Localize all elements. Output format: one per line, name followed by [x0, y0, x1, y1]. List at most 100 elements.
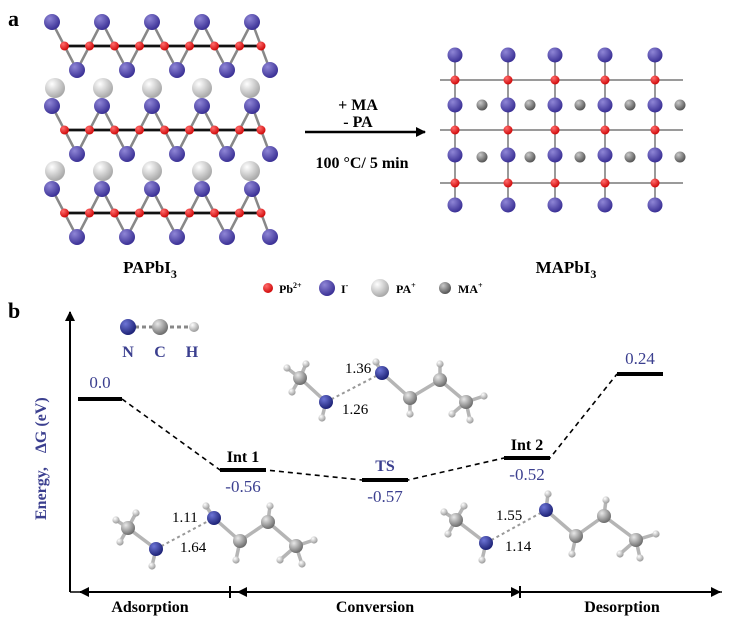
- lead-ion: [650, 125, 660, 135]
- lead-ion: [110, 41, 119, 51]
- ma-cation: [674, 99, 686, 111]
- carbon-atom: [629, 533, 643, 547]
- lead-ion: [256, 125, 266, 135]
- iodide-ion: [94, 181, 110, 197]
- carbon-atom: [121, 521, 135, 535]
- hydrogen-atom: [436, 360, 444, 368]
- legend-item-pb: Pb2+: [263, 281, 302, 296]
- iodide-ion: [597, 147, 613, 163]
- iodide-ion: [194, 98, 210, 114]
- hydrogen-atom: [283, 364, 291, 372]
- pa-cation: [142, 161, 162, 181]
- key-n: N: [122, 344, 134, 361]
- papbi3-structure: [44, 14, 278, 245]
- value-reactant: 0.0: [89, 373, 110, 392]
- mapbi3-structure: [440, 47, 686, 213]
- carbon-atom: [403, 391, 417, 405]
- iodide-ion: [447, 47, 463, 63]
- iodide-ion: [262, 146, 278, 162]
- lead-ion: [210, 125, 219, 135]
- lead-ion: [600, 75, 610, 85]
- energy-profile: 0.0 Int 1 -0.56 TS -0.57 Int 2 -0.52 0.2…: [78, 349, 663, 506]
- nitrogen-atom: [319, 395, 333, 409]
- lead-ion: [185, 125, 194, 135]
- iodide-ion: [69, 62, 85, 78]
- bond-int1-b: 1.64: [180, 540, 207, 556]
- carbon-atom: [433, 373, 447, 387]
- legend: Pb2+ I- PA+ MA+: [263, 279, 483, 297]
- pa-cation: [240, 161, 260, 181]
- lead-ion: [85, 125, 94, 135]
- lead-ion: [650, 178, 660, 188]
- iodide-ion: [500, 147, 516, 163]
- chemical-bond: [325, 372, 383, 403]
- iodide-ion: [647, 97, 663, 113]
- hydrogen-atom: [288, 388, 296, 396]
- nitrogen-atom-icon: [120, 319, 136, 335]
- lead-ion: [256, 208, 266, 218]
- ma-cation: [624, 151, 636, 163]
- iodide-ion: [597, 47, 613, 63]
- carbon-atom: [261, 515, 275, 529]
- hydrogen-atom-icon: [189, 322, 199, 332]
- iodide-ion: [119, 229, 135, 245]
- iodide-ion: [44, 14, 60, 30]
- lead-ion: [185, 41, 194, 51]
- iodide-ion: [547, 47, 563, 63]
- pa-cation: [93, 78, 113, 98]
- iodide-ion: [44, 181, 60, 197]
- iodide-ion: [447, 147, 463, 163]
- panel-b-letter: b: [8, 298, 20, 323]
- iodide-ion: [547, 97, 563, 113]
- iodide-ion: [647, 147, 663, 163]
- lead-ion: [135, 41, 144, 51]
- iodide-ion: [500, 197, 516, 213]
- iodide-ion: [500, 97, 516, 113]
- lead-ion: [85, 41, 94, 51]
- iodide-ion: [244, 14, 260, 30]
- svg-text:Pb2+: Pb2+: [279, 281, 302, 296]
- pa-cation: [192, 78, 212, 98]
- hydrogen-atom: [302, 360, 310, 368]
- lead-ion: [60, 208, 69, 218]
- iodide-ion: [244, 181, 260, 197]
- lead-ion: [256, 41, 266, 51]
- iodide-ion: [144, 98, 160, 114]
- bond-int2-b: 1.14: [505, 539, 532, 555]
- bond-ts-b: 1.26: [342, 402, 369, 418]
- nitrogen-atom: [149, 542, 163, 556]
- lead-ion: [503, 178, 513, 188]
- lead-ion: [185, 208, 194, 218]
- iodide-ion: [262, 229, 278, 245]
- lead-ion: [650, 75, 660, 85]
- panel-a-letter: a: [8, 6, 19, 31]
- lead-ion: [503, 75, 513, 85]
- chemical-bond: [155, 517, 215, 550]
- iodide-ion: [94, 14, 110, 30]
- lead-ion: [135, 125, 144, 135]
- iodide-ion: [194, 181, 210, 197]
- ma-cation: [674, 151, 686, 163]
- hydrogen-atom: [616, 550, 624, 558]
- stage-axis: Adsorption Conversion Desorption: [70, 586, 722, 616]
- label-int2: Int 2: [511, 437, 543, 454]
- carbon-atom-icon: [152, 319, 168, 335]
- hydrogen-atom: [372, 358, 380, 366]
- iodide-ion: [169, 229, 185, 245]
- bond-ts-a: 1.36: [345, 361, 372, 377]
- label-ts: TS: [375, 458, 395, 475]
- lead-ion: [235, 208, 244, 218]
- hydrogen-atom: [266, 502, 274, 510]
- pa-cation: [240, 78, 260, 98]
- carbon-atom: [233, 534, 247, 548]
- hydrogen-atom: [298, 560, 306, 568]
- molecule-int1: [112, 502, 318, 570]
- iodide-ion: [547, 147, 563, 163]
- nitrogen-atom: [479, 536, 493, 550]
- arrow-add-ma: + MA: [338, 97, 378, 114]
- hydrogen-atom: [444, 530, 452, 538]
- iodide-ion: [244, 98, 260, 114]
- iodide-ion: [94, 98, 110, 114]
- key-h: H: [186, 344, 199, 361]
